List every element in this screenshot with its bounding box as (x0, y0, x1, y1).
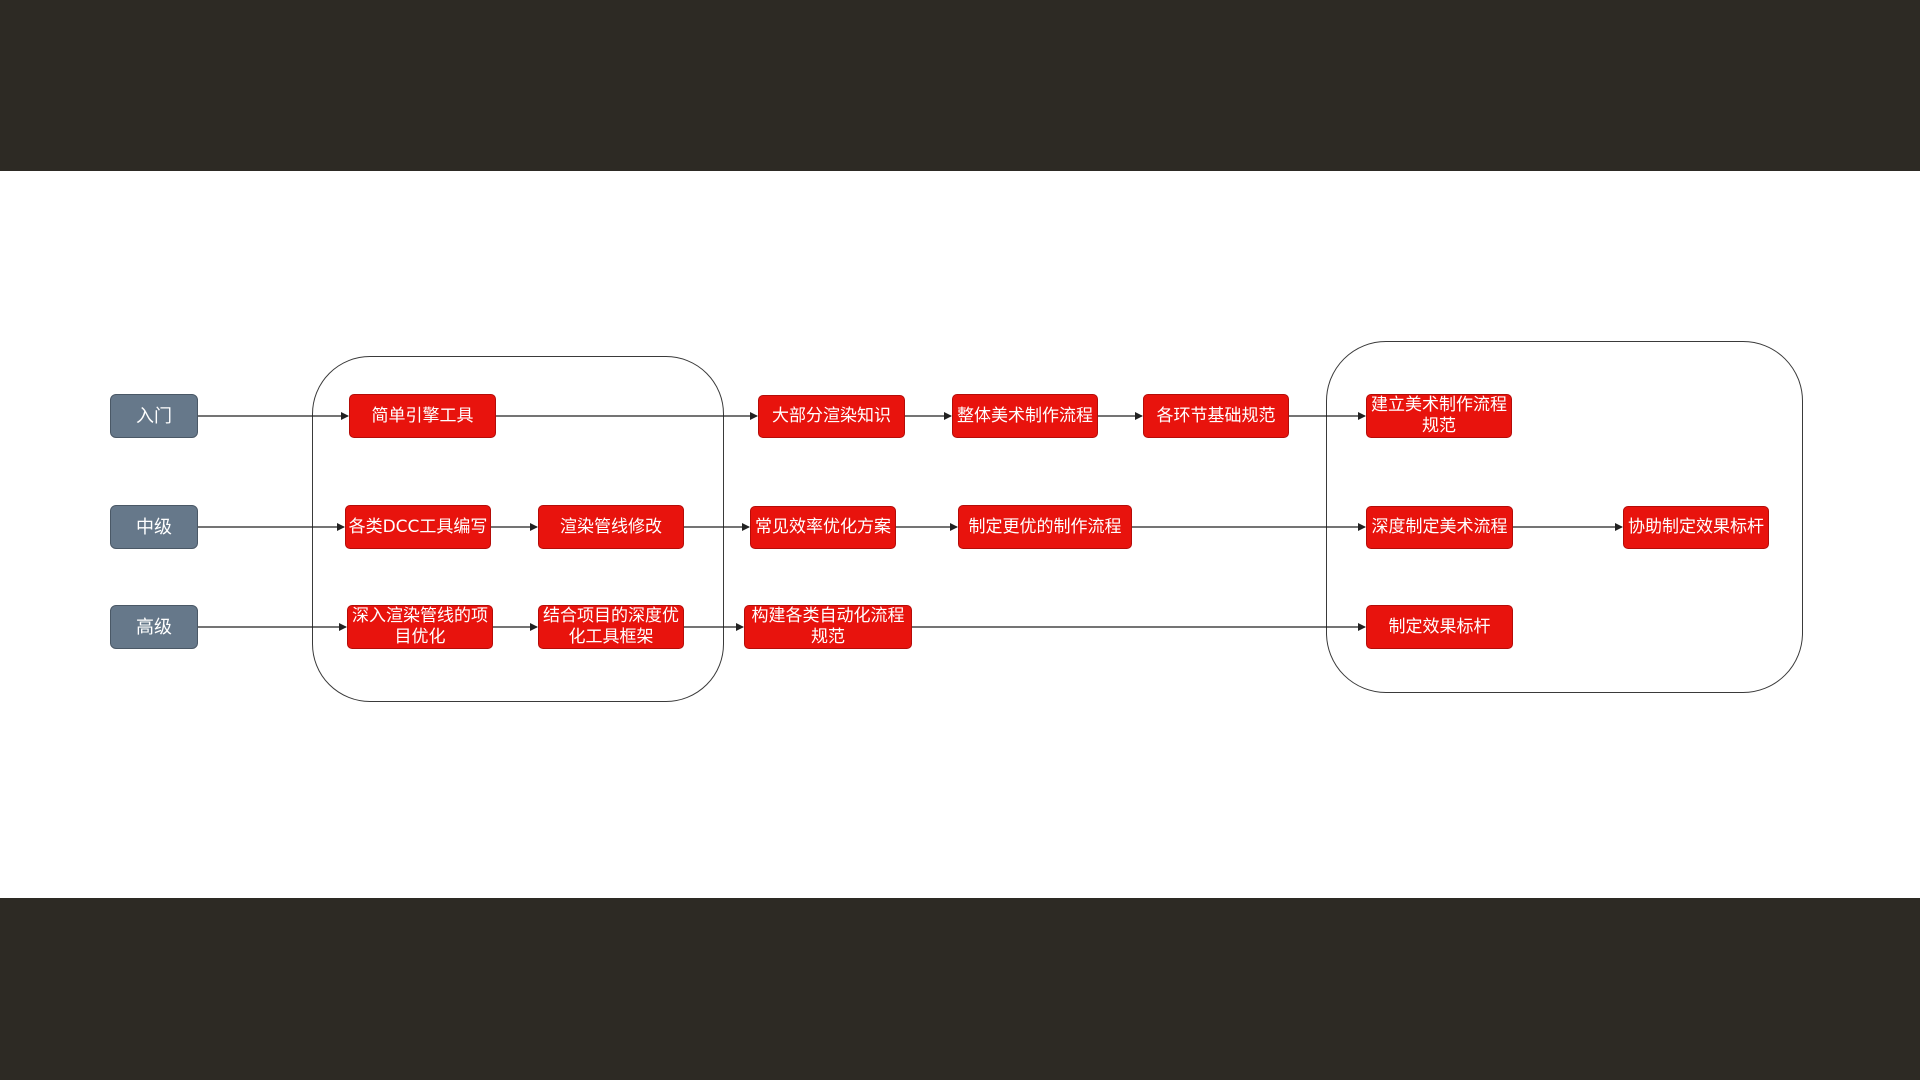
level-node-beginner[interactable]: 入门 (110, 394, 198, 438)
node-overall-art-pipeline[interactable]: 整体美术制作流程 (952, 394, 1098, 438)
group-box-left (312, 356, 724, 702)
node-stage-basic-standards[interactable]: 各环节基础规范 (1143, 394, 1289, 438)
node-simple-engine-tools[interactable]: 简单引擎工具 (349, 394, 496, 438)
node-dcc-tool-scripting[interactable]: 各类DCC工具编写 (345, 505, 491, 549)
node-render-pipeline-project-optimization[interactable]: 深入渲染管线的项 目优化 (347, 605, 493, 649)
node-deep-optimization-tool-framework[interactable]: 结合项目的深度优 化工具框架 (538, 605, 684, 649)
node-common-efficiency-optimization[interactable]: 常见效率优化方案 (750, 506, 896, 549)
level-node-advanced[interactable]: 高级 (110, 605, 198, 649)
node-automation-pipeline-standards[interactable]: 构建各类自动化流程 规范 (744, 605, 912, 649)
node-build-art-pipeline-standards[interactable]: 建立美术制作流程 规范 (1366, 394, 1512, 438)
node-better-production-workflow[interactable]: 制定更优的制作流程 (958, 505, 1132, 549)
node-render-pipeline-modification[interactable]: 渲染管线修改 (538, 505, 684, 549)
bottom-letterbox (0, 898, 1920, 1080)
top-letterbox (0, 0, 1920, 171)
node-most-rendering-knowledge[interactable]: 大部分渲染知识 (758, 395, 905, 438)
node-assist-effect-benchmark[interactable]: 协助制定效果标杆 (1623, 506, 1769, 549)
level-node-intermediate[interactable]: 中级 (110, 505, 198, 549)
node-deep-art-pipeline[interactable]: 深度制定美术流程 (1366, 506, 1513, 549)
node-effect-benchmark[interactable]: 制定效果标杆 (1366, 605, 1513, 649)
group-box-right (1326, 341, 1803, 693)
